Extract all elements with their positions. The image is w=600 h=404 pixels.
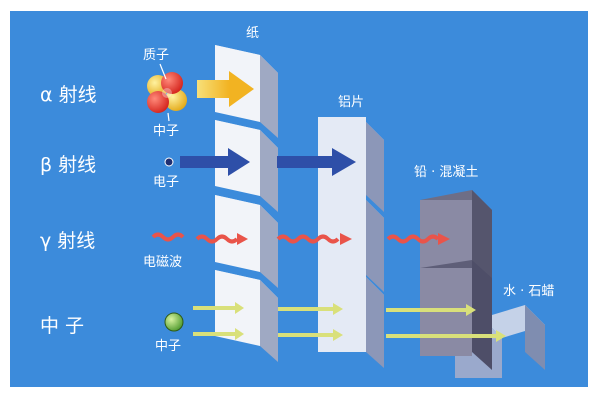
label-electron: 电子 [153,175,179,190]
lead-concrete-block [420,190,492,370]
label-neutron: 中子 [155,339,181,354]
label-paper: 纸 [246,26,259,41]
row-label-gamma: γ 射线 [40,230,95,252]
row-label-neutron: 中 子 [40,315,84,337]
alpha-arrow [197,71,254,107]
label-proton: 质子 [143,48,169,63]
row-label-beta: β 射线 [40,154,96,176]
label-em-wave: 电磁波 [143,255,182,270]
neutron-arrow [193,302,506,342]
label-aluminum: 铝片 [338,95,364,110]
beta-arrow [180,148,356,176]
label-lead-concrete: 铅 · 混凝土 [414,164,478,180]
label-neutron-alpha: 中子 [153,124,179,139]
neutron-particle-icon [164,312,184,332]
electron-icon [164,157,174,167]
gamma-arrow [151,232,440,244]
row-label-alpha: α 射线 [40,84,97,106]
aluminum-sheets [318,117,384,368]
label-water-paraffin: 水 · 石蜡 [503,284,554,299]
alpha-particle-icon [147,72,187,113]
